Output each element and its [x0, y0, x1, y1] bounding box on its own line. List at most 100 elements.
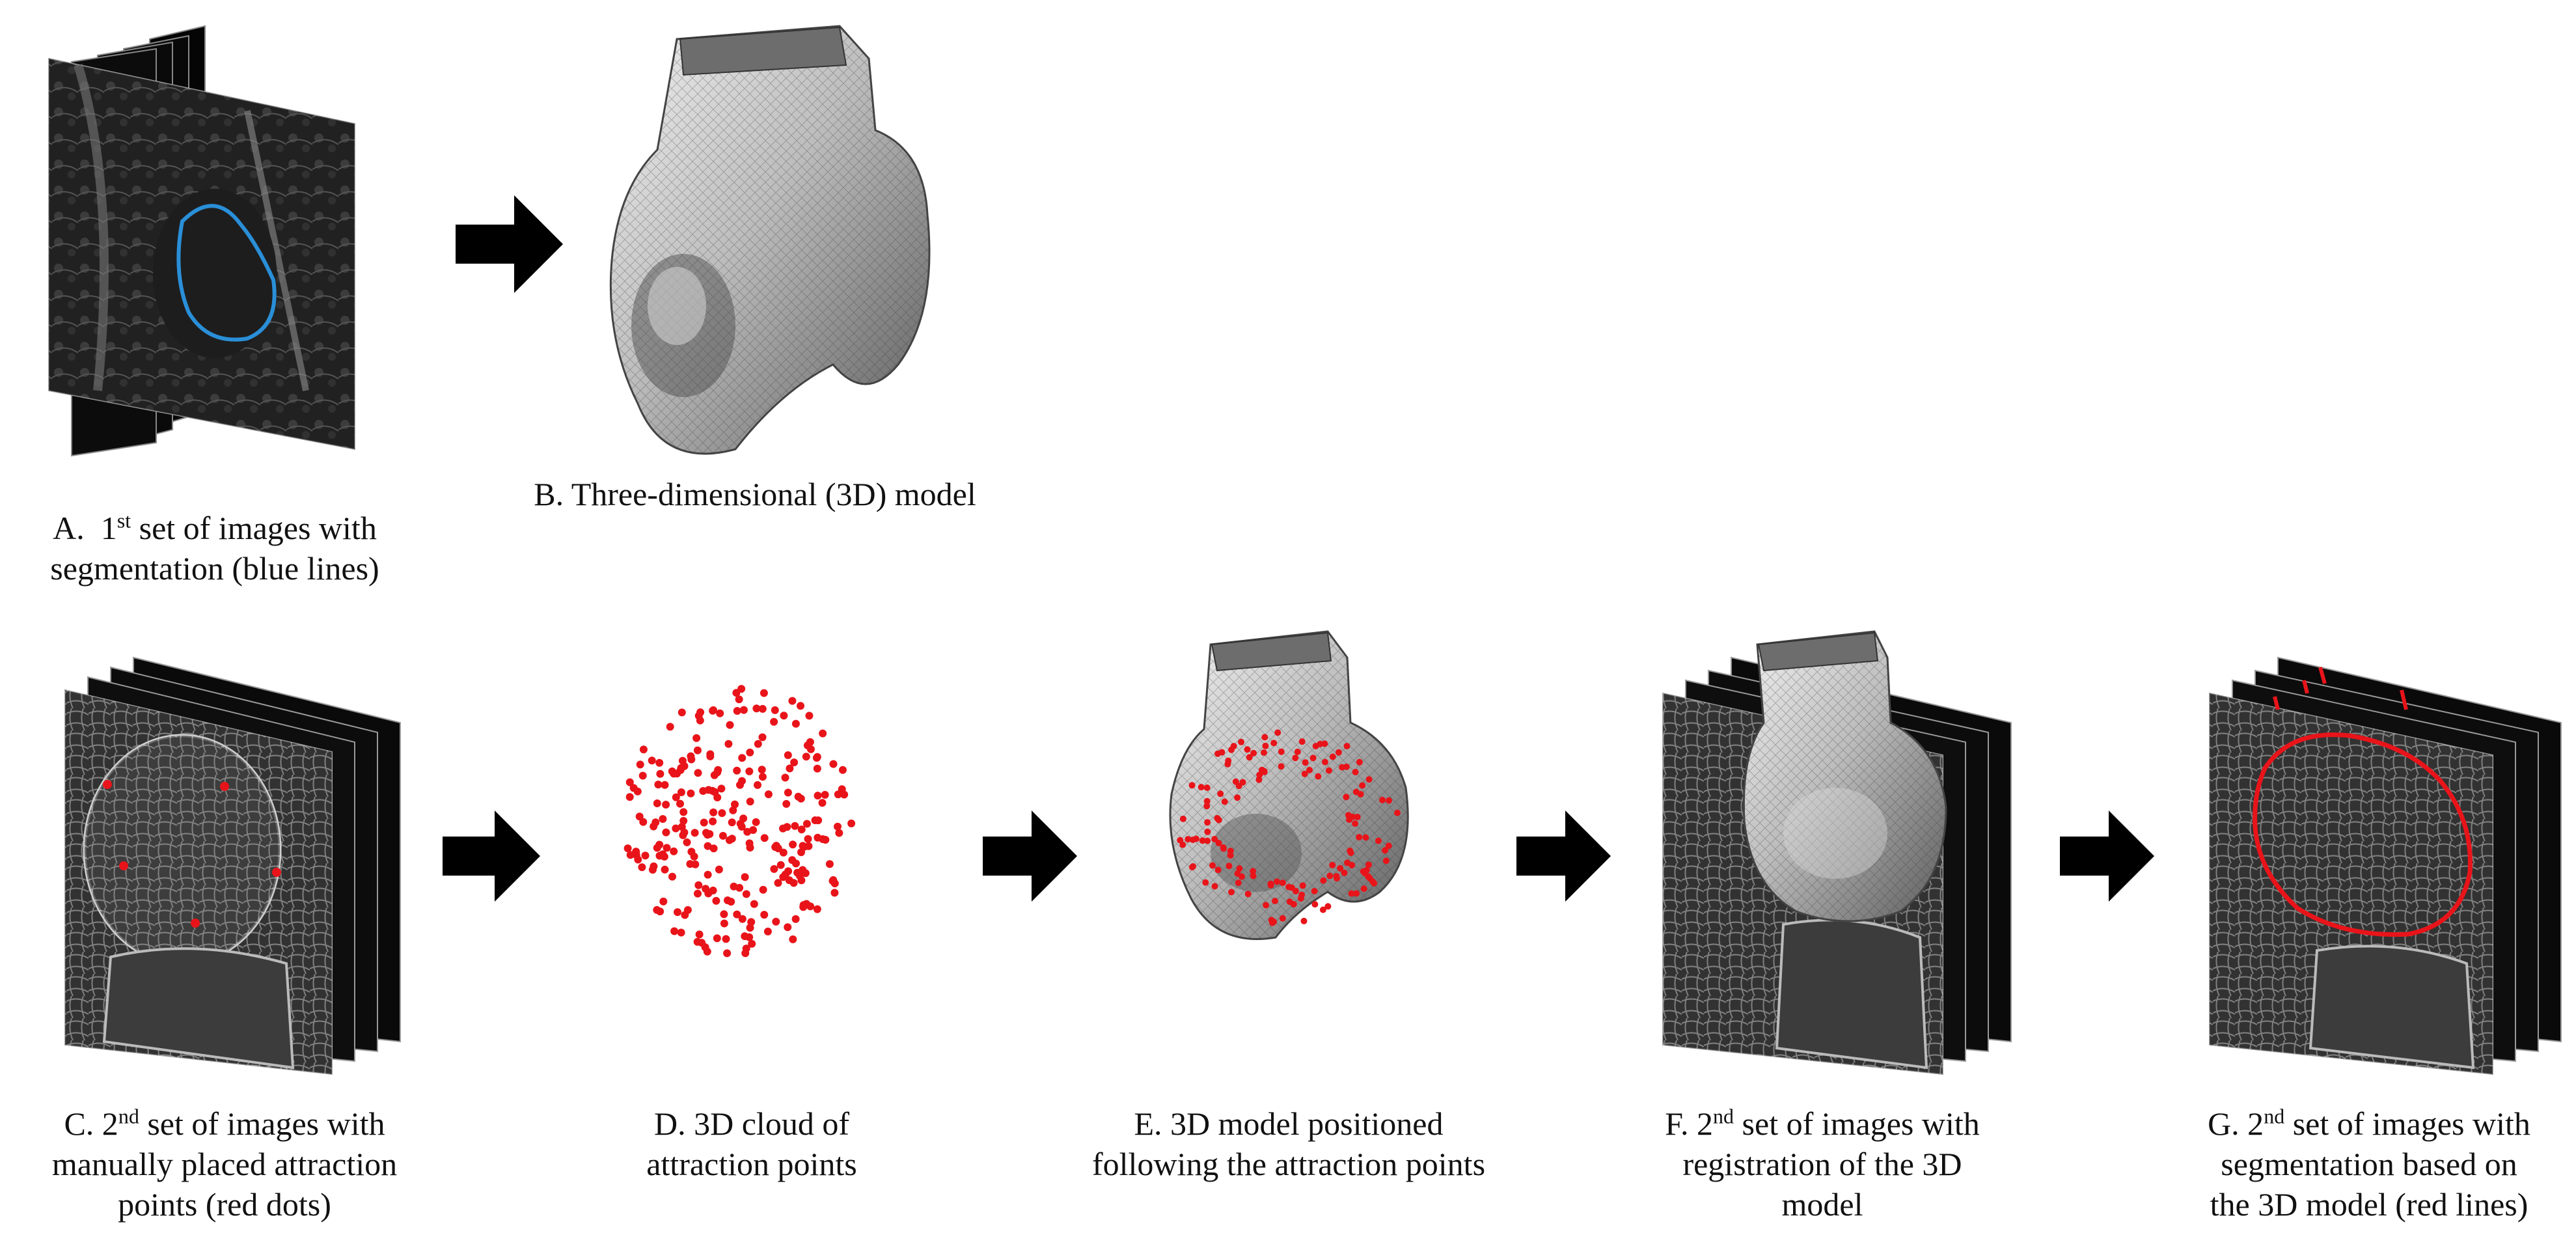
attraction-point — [813, 753, 821, 761]
attraction-point — [786, 764, 794, 773]
attraction-point — [758, 704, 767, 713]
attraction-point — [792, 859, 800, 868]
caption-c-line3: points (red dots) — [118, 1186, 331, 1223]
attraction-point — [760, 834, 769, 842]
attraction-point — [1352, 820, 1359, 827]
attraction-point — [1352, 769, 1359, 775]
attraction-point — [712, 896, 720, 905]
attraction-point — [1198, 784, 1205, 791]
attraction-point — [795, 872, 804, 880]
attraction-point — [702, 885, 710, 893]
caption-g-line3: the 3D model (red lines) — [2210, 1186, 2528, 1223]
red-dot — [103, 780, 112, 789]
attraction-point — [731, 800, 739, 809]
attraction-point — [759, 885, 767, 894]
attraction-point — [1385, 842, 1392, 850]
attraction-point — [1302, 759, 1309, 766]
attraction-point — [771, 706, 779, 714]
attraction-point — [735, 883, 744, 892]
attraction-point — [1250, 872, 1257, 880]
attraction-point — [718, 809, 726, 817]
attraction-point — [1285, 883, 1293, 891]
attraction-point — [651, 818, 660, 827]
attraction-point — [772, 917, 780, 926]
attraction-point — [677, 788, 685, 796]
attraction-point — [1300, 917, 1308, 924]
arrow-d-to-e — [983, 810, 1077, 902]
caption-a-text: set of images with — [139, 510, 377, 546]
attraction-point — [1236, 865, 1243, 872]
attraction-point — [662, 801, 670, 809]
attraction-point — [770, 717, 778, 726]
attraction-point — [1329, 861, 1336, 868]
attraction-point — [659, 815, 667, 823]
attraction-point — [1203, 797, 1211, 805]
attraction-point — [661, 781, 669, 789]
attraction-point — [1343, 794, 1350, 801]
attraction-point — [743, 827, 752, 836]
attraction-point — [1203, 803, 1211, 810]
attraction-point — [661, 865, 669, 874]
attraction-point — [704, 786, 713, 794]
attraction-point — [1382, 847, 1389, 854]
caption-e-line1: E. 3D model positioned — [1134, 1105, 1444, 1142]
attraction-point — [1256, 771, 1263, 779]
attraction-point — [752, 704, 761, 713]
attraction-point — [1179, 815, 1186, 822]
attraction-point — [799, 901, 808, 909]
attraction-point — [1279, 915, 1286, 922]
attraction-point — [789, 935, 797, 943]
caption-f-line3: model — [1781, 1186, 1863, 1223]
caption-b-line1: B. Three-dimensional (3D) model — [534, 476, 976, 512]
attraction-point — [1278, 763, 1285, 770]
attraction-point — [1218, 749, 1226, 756]
attraction-point — [746, 797, 754, 806]
attraction-point — [738, 777, 746, 785]
attraction-point — [1343, 743, 1350, 750]
attraction-point — [722, 935, 730, 943]
attraction-point — [636, 760, 644, 769]
attraction-point — [1261, 768, 1268, 775]
attraction-point — [1311, 901, 1319, 908]
attraction-point — [1356, 758, 1363, 766]
attraction-point — [1262, 742, 1269, 749]
attraction-point — [717, 784, 726, 793]
attraction-point — [737, 822, 746, 831]
attraction-point — [655, 840, 664, 849]
attraction-point — [733, 707, 741, 715]
attraction-point — [834, 790, 842, 799]
attraction-point — [1322, 758, 1328, 766]
panel-a-mri-stack — [48, 25, 355, 457]
caption-a-superscript: st — [116, 508, 131, 533]
attraction-point — [758, 766, 766, 774]
attraction-point — [656, 907, 665, 916]
attraction-point — [1379, 796, 1386, 803]
attraction-point — [681, 911, 689, 919]
attraction-point — [670, 927, 679, 935]
attraction-point — [784, 751, 792, 759]
attraction-point — [1263, 902, 1270, 909]
attraction-point — [706, 750, 715, 758]
attraction-point — [1203, 784, 1211, 791]
attraction-point — [791, 822, 799, 830]
attraction-point — [752, 818, 760, 826]
attraction-point — [1204, 828, 1211, 835]
red-dot — [119, 861, 128, 870]
attraction-point — [1269, 919, 1276, 926]
attraction-point — [719, 831, 727, 840]
attraction-point — [648, 866, 657, 874]
attraction-point — [1329, 753, 1336, 760]
attraction-point — [794, 792, 802, 801]
attraction-point — [1220, 845, 1227, 852]
attraction-point — [797, 825, 806, 834]
attraction-point — [754, 740, 762, 748]
attraction-point — [1204, 819, 1211, 826]
attraction-point — [1349, 861, 1356, 868]
attraction-point — [692, 734, 701, 742]
attraction-point — [758, 733, 767, 741]
attraction-point — [790, 758, 799, 767]
attraction-point — [1309, 755, 1317, 762]
attraction-point — [1365, 861, 1372, 868]
attraction-point — [713, 934, 721, 943]
